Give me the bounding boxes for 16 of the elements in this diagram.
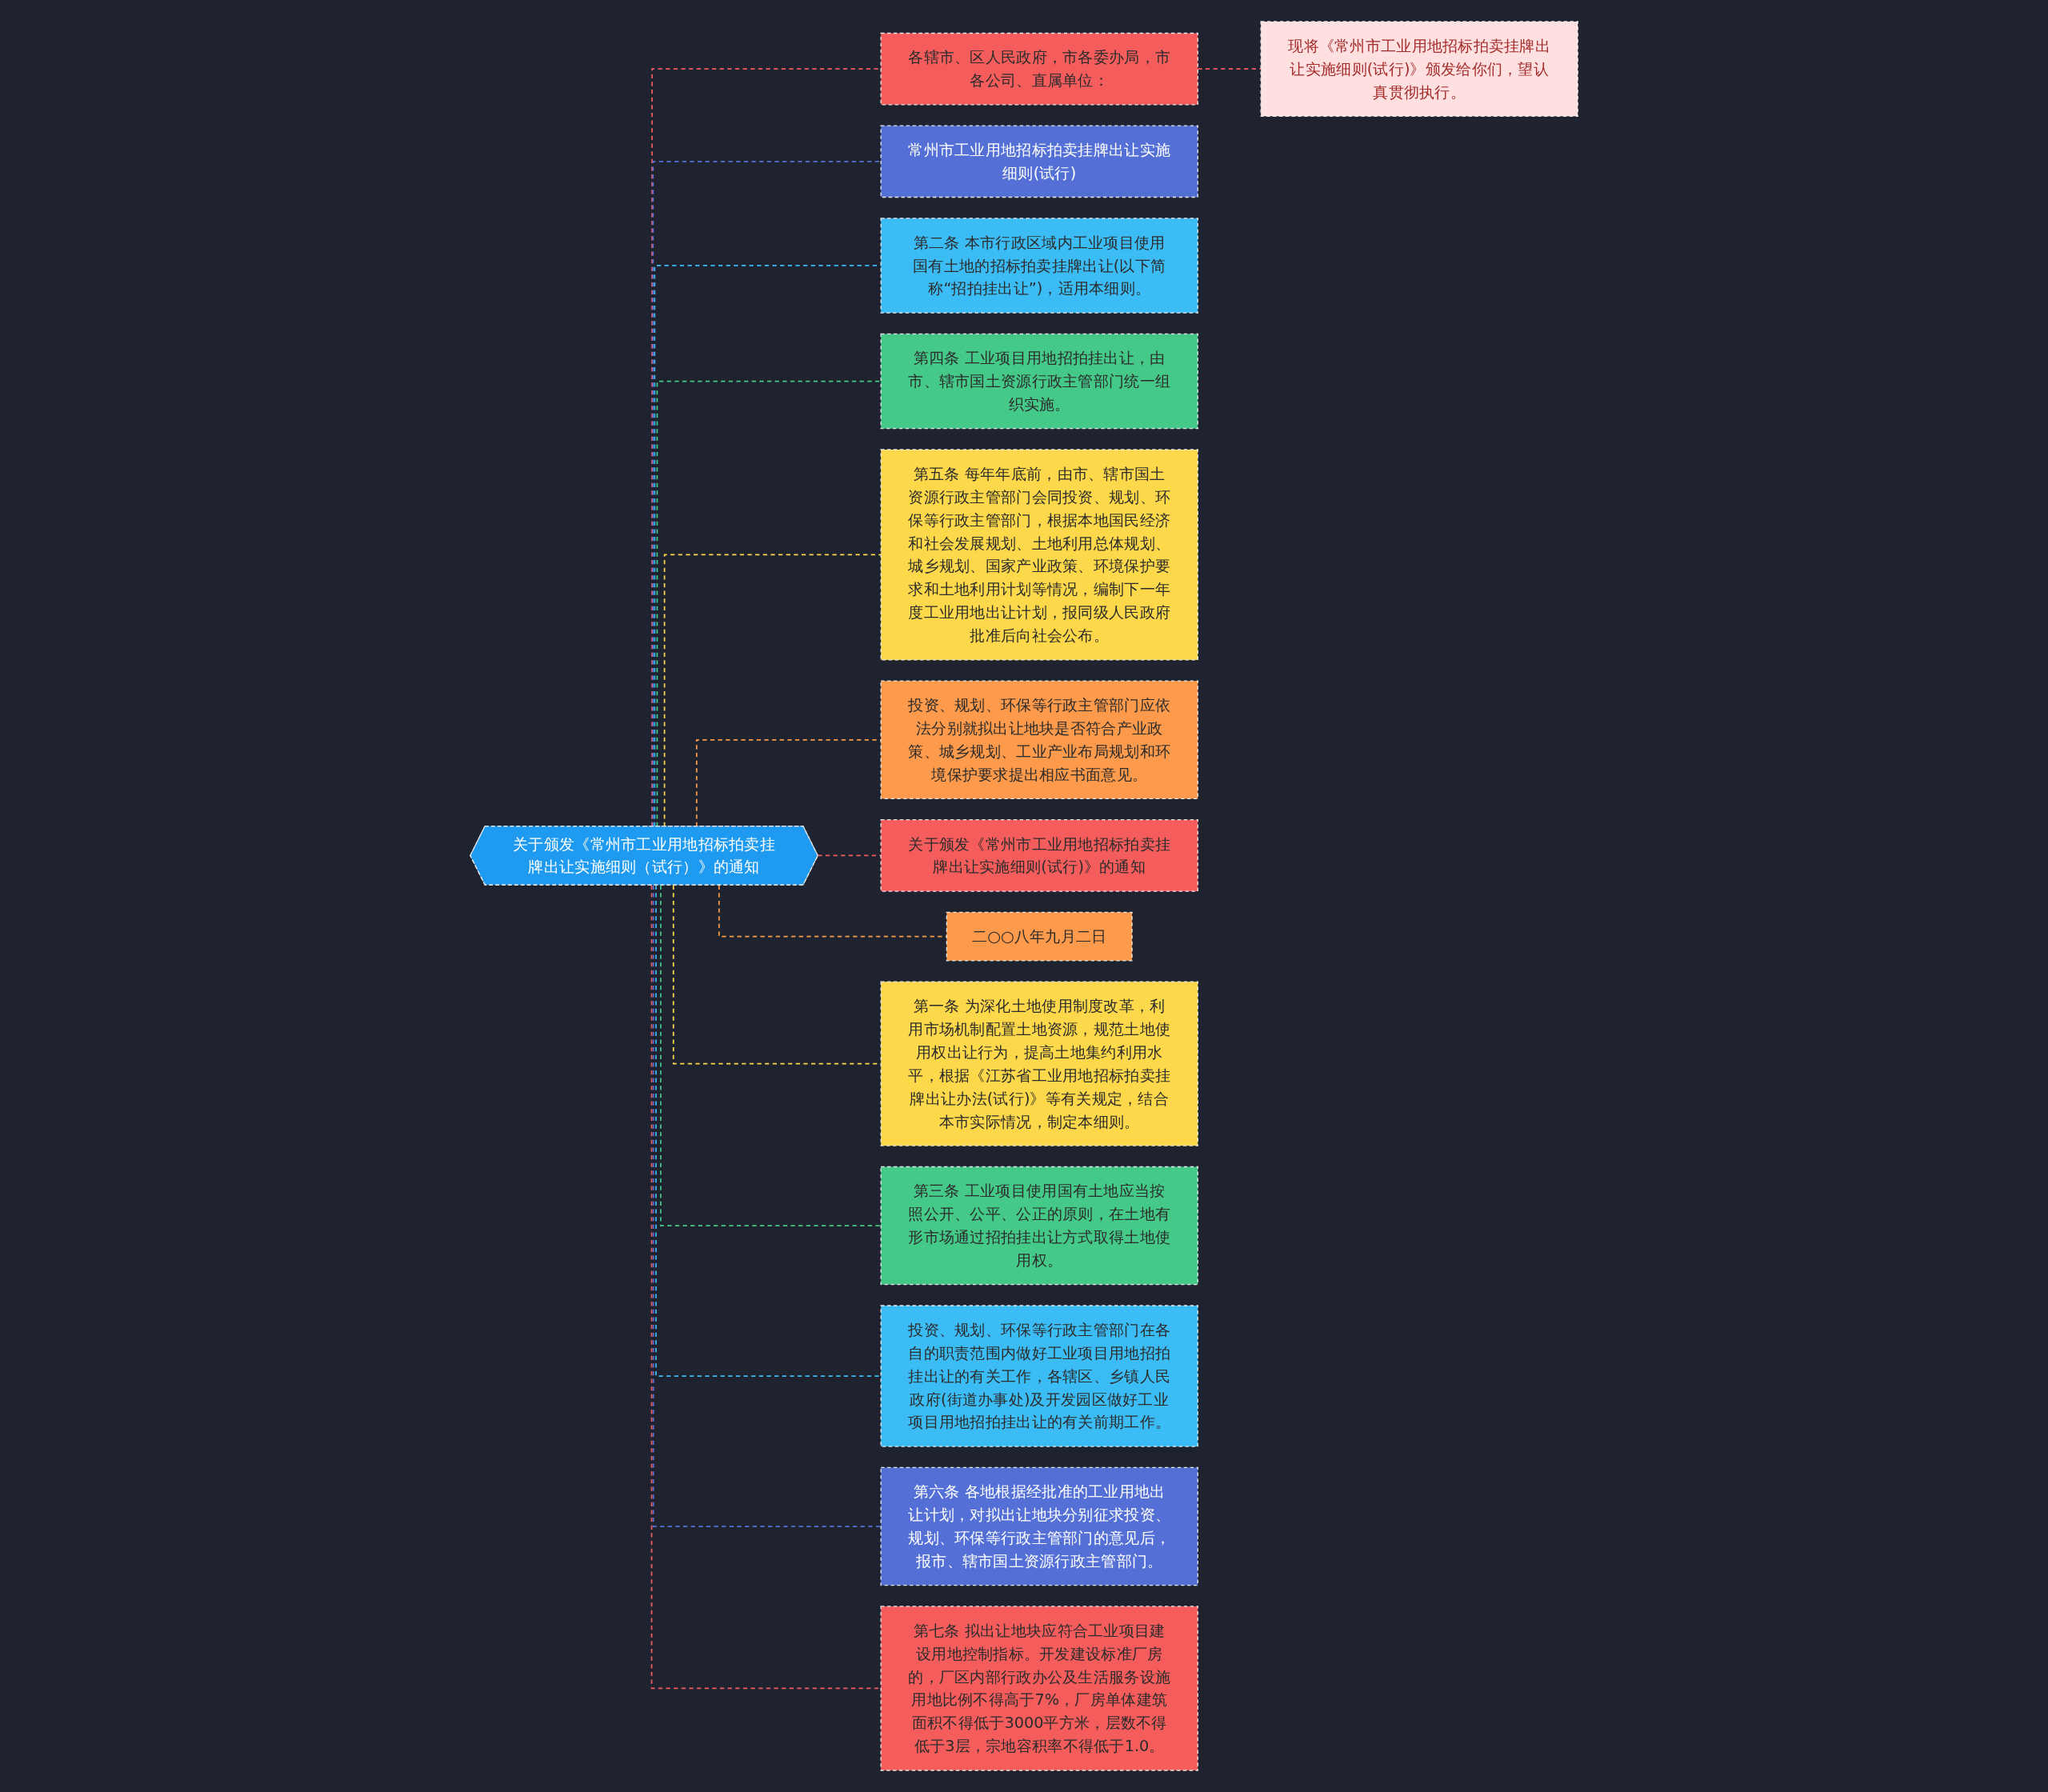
node-box: 现将《常州市工业用地招标拍卖挂牌出让实施细则(试行)》颁发给你们，望认真贯彻执行。 xyxy=(1260,21,1578,117)
connector xyxy=(1197,68,1262,70)
node-box: 第五条 每年年底前，由市、辖市国土资源行政主管部门会同投资、规划、环保等行政主管部门，根据本地国民经济和社会发展规划、土地利用总体规划、城乡规划、国家产业政策、环境保护要求和土地利用计划等情况，编制下一年度工业用地出让计划，报同级人民政府批准后向社会公布。 xyxy=(880,449,1198,661)
node-box: 投资、规划、环保等行政主管部门应依法分别就拟出让地块是否符合产业政策、城乡规划、工业产业布局规划和环境保护要求提出相应书面意见。 xyxy=(880,680,1198,800)
node-box: 第七条 拟出让地块应符合工业项目建设用地控制指标。开发建设标准厂房的，厂区内部行政办公及生活服务设施用地比例不得高于7%，厂房单体建筑面积不得低于3000平方米，层数不得低于3层，宗地容积率不得低于1.0。 xyxy=(880,1606,1198,1771)
node-box: 关于颁发《常州市工业用地招标拍卖挂牌出让实施细则(试行)》的通知 xyxy=(880,819,1198,892)
node-box: 常州市工业用地招标拍卖挂牌出让实施细则(试行) xyxy=(880,125,1198,198)
node-box: 投资、规划、环保等行政主管部门在各自的职责范围内做好工业项目用地招拍挂出让的有关工作，各辖区、乡镇人民政府(街道办事处)及开发园区做好工业项目用地招拍挂出让的有关前期工作。 xyxy=(880,1305,1198,1447)
node-box: 第二条 本市行政区域内工业项目使用国有土地的招标拍卖挂牌出让(以下简称“招拍挂出让”)，适用本细则。 xyxy=(880,218,1198,314)
node-box: 第四条 工业项目用地招拍挂出让，由市、辖市国土资源行政主管部门统一组织实施。 xyxy=(880,333,1198,430)
node-box: 各辖市、区人民政府，市各委办局，市各公司、直属单位： xyxy=(880,32,1198,106)
node-box: 二○○八年九月二日 xyxy=(946,911,1133,962)
connector xyxy=(817,854,882,857)
node-box: 第六条 各地根据经批准的工业用地出让计划，对拟出让地块分别征求投资、规划、环保等行政主管部门的意见后，报市、辖市国土资源行政主管部门。 xyxy=(880,1466,1198,1586)
node-box: 第三条 工业项目使用国有土地应当按照公开、公平、公正的原则，在土地有形市场通过招拍挂出让方式取得土地使用权。 xyxy=(880,1166,1198,1286)
node-box: 第一条 为深化土地使用制度改革，利用市场机制配置土地资源，规范土地使用权出让行为，提高土地集约利用水平，根据《江苏省工业用地招标拍卖挂牌出让办法(试行)》等有关规定，结合本市实际情况，制定本细则。 xyxy=(880,981,1198,1146)
